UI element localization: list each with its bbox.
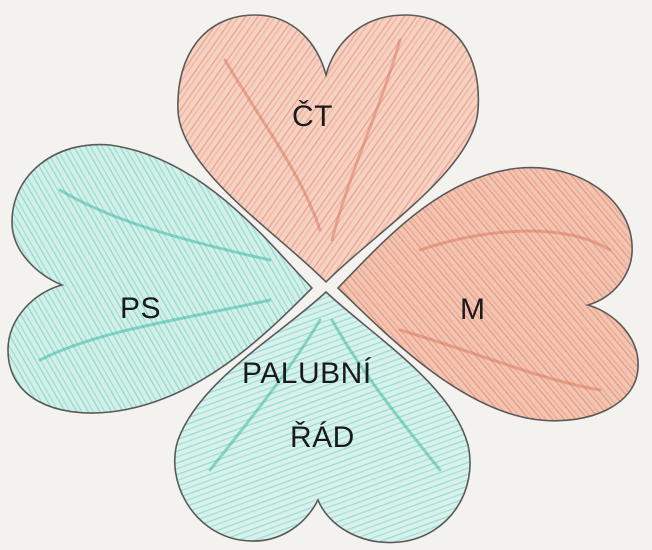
label-top-leaf: ČT <box>292 100 333 134</box>
label-bottom-leaf-line2: ŘÁD <box>290 421 355 455</box>
label-right-leaf: M <box>460 293 486 327</box>
label-left-leaf: PS <box>120 292 161 326</box>
label-bottom-leaf-line1: PALUBNÍ <box>242 357 372 391</box>
